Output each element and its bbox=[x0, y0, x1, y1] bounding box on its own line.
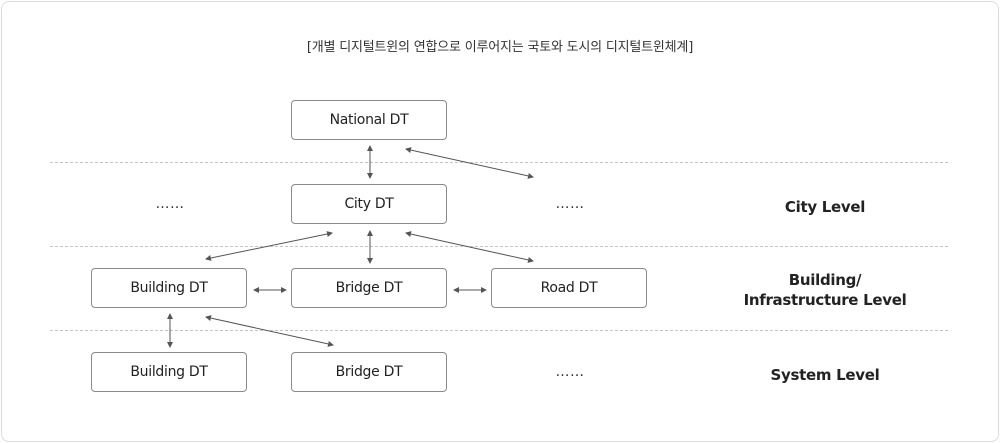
level-label-infra-line2: Infrastructure Level bbox=[743, 291, 907, 309]
node-city-dt: City DT bbox=[291, 184, 447, 224]
arrow-building-bridge-system bbox=[205, 315, 334, 347]
level-label-infra: Building/ Infrastructure Level bbox=[730, 270, 920, 310]
level-label-infra-line1: Building/ bbox=[788, 271, 862, 289]
level-label-city: City Level bbox=[784, 198, 866, 216]
node-national-dt: National DT bbox=[291, 100, 447, 140]
level-label-system: System Level bbox=[770, 366, 880, 384]
node-building-dt-system: Building DT bbox=[91, 352, 247, 392]
ellipsis-city-right: …… bbox=[555, 196, 585, 212]
ellipsis-city-left: …… bbox=[155, 196, 185, 212]
divider-infra-system bbox=[50, 330, 948, 331]
node-road-dt: Road DT bbox=[491, 268, 647, 308]
arrow-city-building bbox=[205, 231, 333, 261]
ellipsis-system-right: …… bbox=[555, 364, 585, 380]
diagram-title: [개별 디지털트윈의 연합으로 이루어지는 국토와 도시의 디지털트윈체계] bbox=[306, 40, 694, 55]
node-bridge-dt-infra: Bridge DT bbox=[291, 268, 447, 308]
arrow-national-right bbox=[405, 147, 534, 179]
arrow-city-road bbox=[405, 231, 534, 263]
node-bridge-dt-system: Bridge DT bbox=[291, 352, 447, 392]
node-building-dt-infra: Building DT bbox=[91, 268, 247, 308]
